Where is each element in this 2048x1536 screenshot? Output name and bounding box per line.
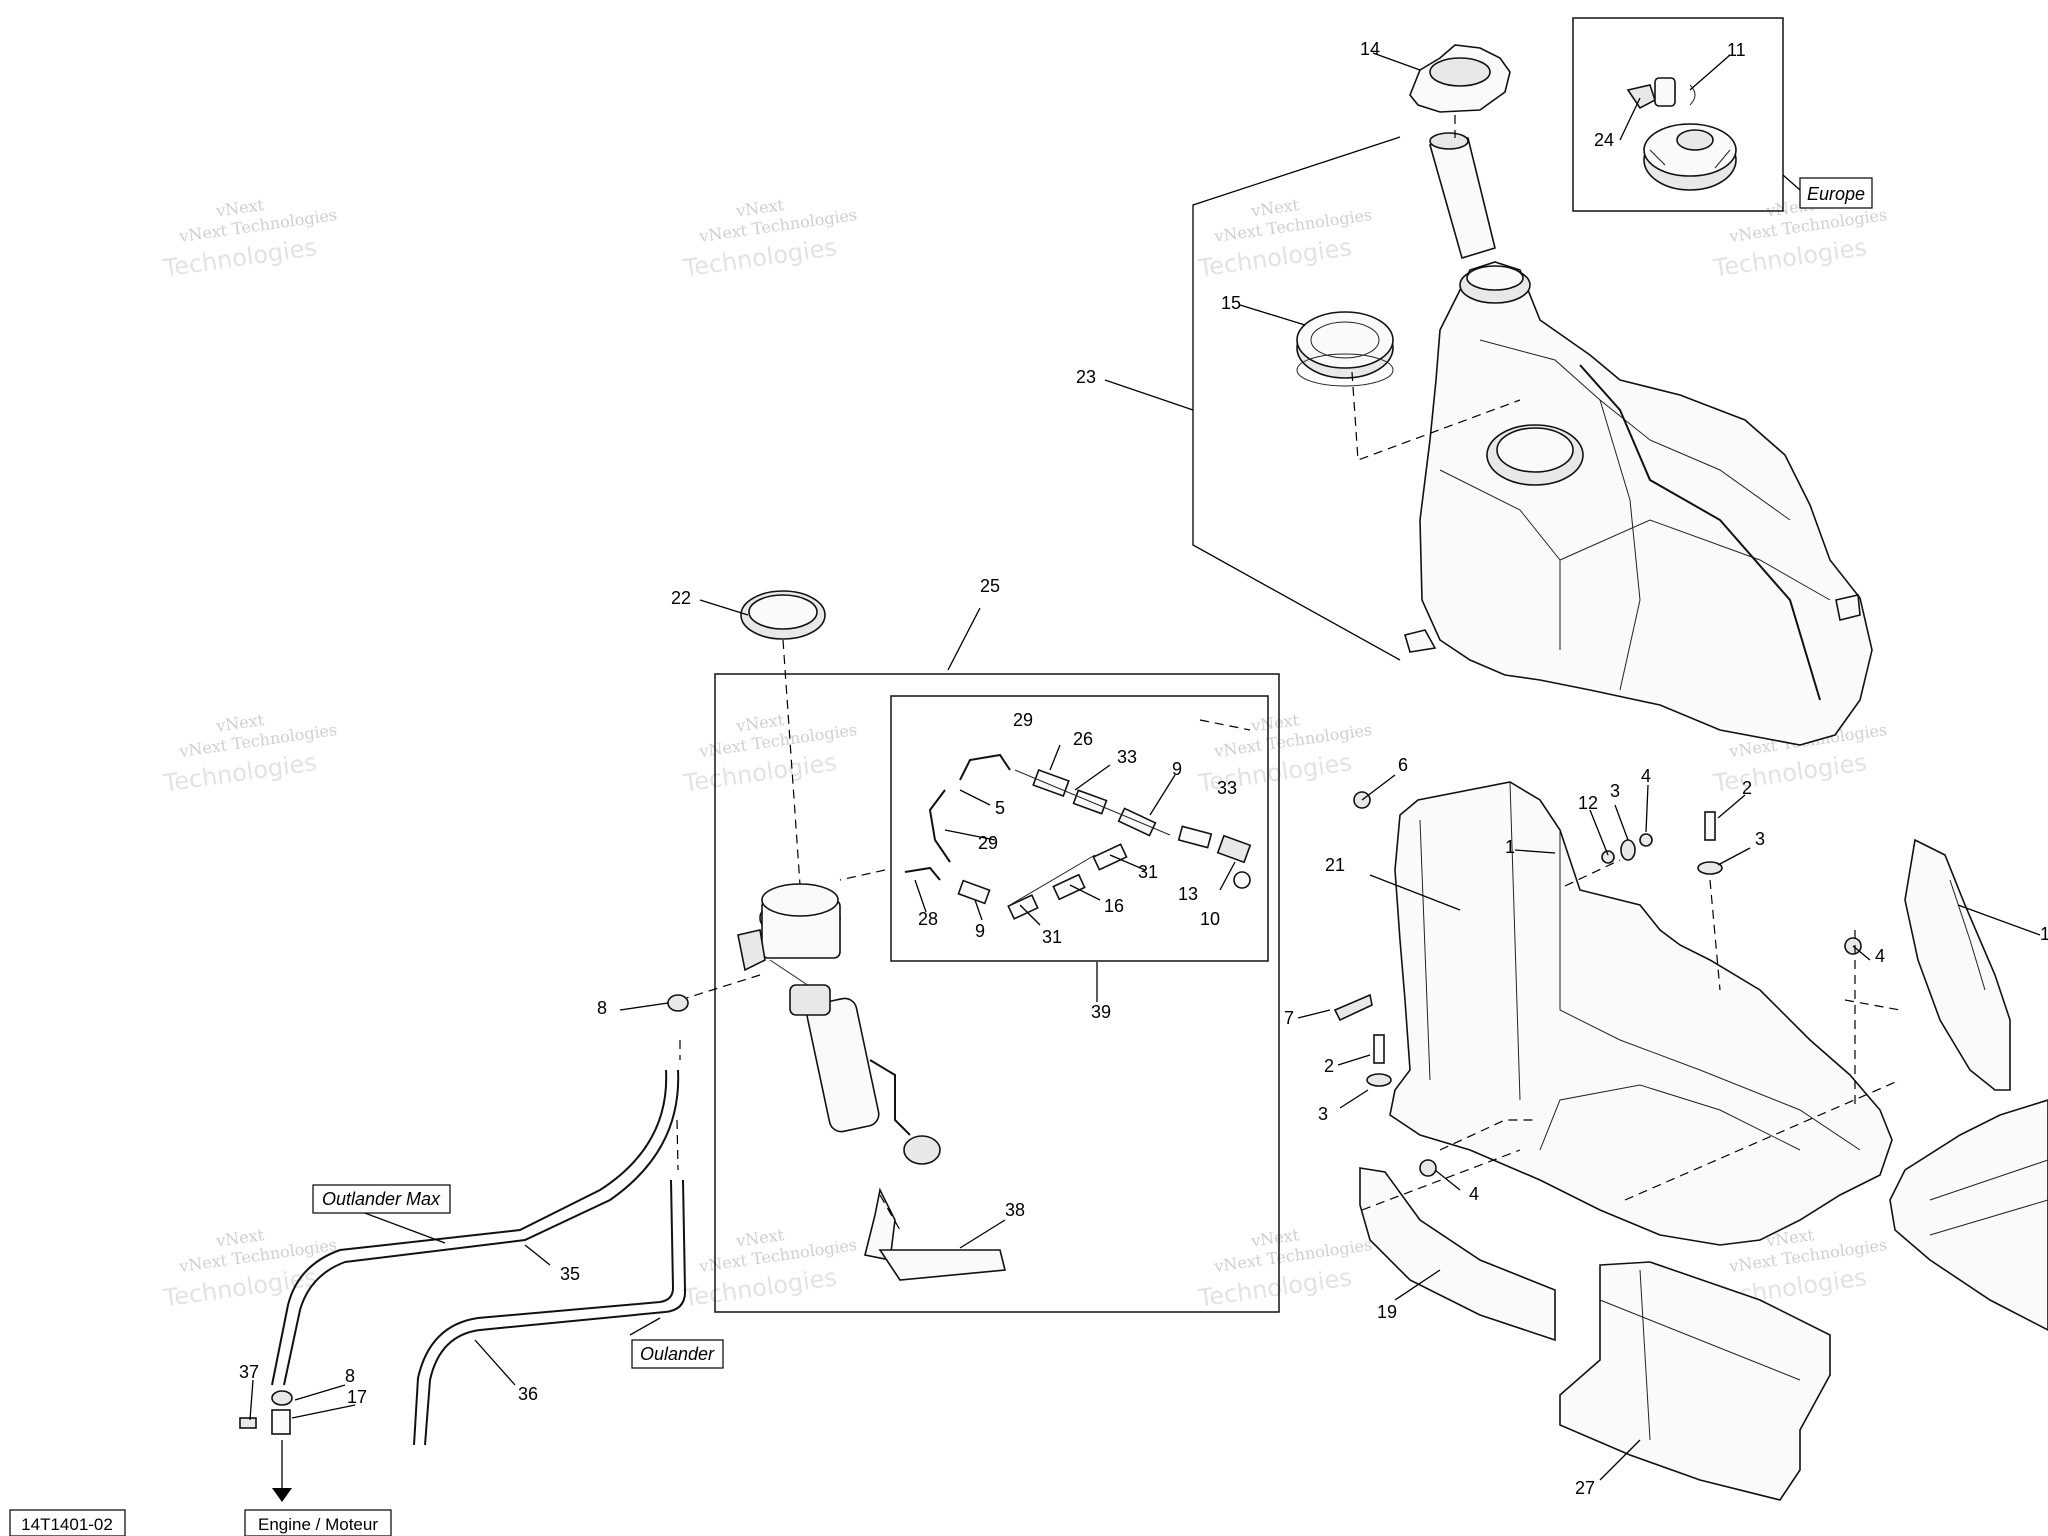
tank-nut-ring-part bbox=[1296, 311, 1394, 387]
europe-tag: Europe bbox=[1807, 184, 1865, 204]
filler-cap-part bbox=[1409, 44, 1511, 113]
callout: 3 bbox=[1318, 1104, 1328, 1124]
callout: 4 bbox=[1641, 766, 1651, 786]
fuel-pump-part bbox=[737, 883, 1007, 1281]
lock-key-part bbox=[1626, 77, 1696, 110]
callout: 31 bbox=[1042, 927, 1062, 947]
callout: 23 bbox=[1076, 367, 1096, 387]
locking-cap-part bbox=[1643, 123, 1737, 191]
leader-lines bbox=[249, 52, 2041, 1481]
callout: 16 bbox=[1104, 896, 1124, 916]
guard-21-part bbox=[1389, 781, 1893, 1246]
engine-connector-part bbox=[239, 1409, 292, 1502]
skid-plate-19-part bbox=[1359, 1167, 1556, 1342]
callout: 4 bbox=[1469, 1184, 1479, 1204]
callout: 2 bbox=[1324, 1056, 1334, 1076]
callout: 38 bbox=[1005, 1200, 1025, 1220]
hose-kit-frame-39 bbox=[890, 695, 1269, 962]
callout: 29 bbox=[978, 833, 998, 853]
callout: 13 bbox=[1178, 884, 1198, 904]
diagram-id: 14T1401-02 bbox=[21, 1515, 113, 1534]
engine-label: Engine / Moteur bbox=[258, 1515, 378, 1534]
callout: 6 bbox=[1398, 755, 1408, 775]
callout: 26 bbox=[1073, 729, 1093, 749]
oulander-label: Oulander bbox=[640, 1344, 715, 1364]
callout: 1 bbox=[2040, 924, 2048, 944]
bracket-23 bbox=[1192, 136, 1401, 661]
callout: 37 bbox=[239, 1362, 259, 1382]
hose-35-part bbox=[271, 1069, 680, 1386]
callout: 14 bbox=[1360, 39, 1380, 59]
callout: 29 bbox=[1013, 710, 1033, 730]
callout: 10 bbox=[1200, 909, 1220, 929]
callout: 24 bbox=[1594, 130, 1614, 150]
callout: 39 bbox=[1091, 1002, 1111, 1022]
callout: 11 bbox=[1727, 40, 1746, 60]
callout: 21 bbox=[1325, 855, 1345, 875]
rear-panel-part bbox=[1889, 1099, 2048, 1331]
callout: 28 bbox=[918, 909, 938, 929]
hose-kit-parts bbox=[904, 753, 1252, 920]
callout: 33 bbox=[1217, 778, 1237, 798]
callout: 4 bbox=[1875, 946, 1885, 966]
callout: 31 bbox=[1138, 862, 1158, 882]
pump-kit-frame-25 bbox=[714, 673, 1280, 1313]
europe-tag-box bbox=[1799, 177, 1873, 209]
callout: 15 bbox=[1221, 293, 1241, 313]
callout: 3 bbox=[1610, 781, 1620, 801]
europe-inset: Europe bbox=[1572, 17, 1873, 212]
fuel-tank-part bbox=[1403, 261, 1873, 746]
oulander-tag: Oulander bbox=[631, 1339, 724, 1369]
diagram-id-tag: 14T1401-02 bbox=[9, 1509, 126, 1536]
europe-leader bbox=[1782, 174, 1801, 191]
callout: 22 bbox=[671, 588, 691, 608]
callout: 9 bbox=[1172, 759, 1182, 779]
callout: 17 bbox=[347, 1387, 367, 1407]
callout: 27 bbox=[1575, 1478, 1595, 1498]
callout: 5 bbox=[995, 798, 1005, 818]
filler-neck-part bbox=[1428, 132, 1496, 260]
callout: 9 bbox=[975, 921, 985, 941]
skid-plate-27-part bbox=[1559, 1261, 1831, 1501]
callout: 33 bbox=[1117, 747, 1137, 767]
callout: 2 bbox=[1742, 778, 1752, 798]
side-panel-part bbox=[1904, 838, 2011, 1091]
callout: 8 bbox=[345, 1366, 355, 1386]
callout: 19 bbox=[1377, 1302, 1397, 1322]
hose-36-part bbox=[413, 1179, 687, 1446]
callout: 36 bbox=[518, 1384, 538, 1404]
callout: 25 bbox=[980, 576, 1000, 596]
callout: 8 bbox=[597, 998, 607, 1018]
callout: 3 bbox=[1755, 829, 1765, 849]
callout: 7 bbox=[1284, 1008, 1294, 1028]
callout-numbers: 14 11 24 15 23 22 25 29 26 33 9 33 5 29 … bbox=[239, 39, 2048, 1498]
dashed-leader bbox=[1351, 371, 1521, 461]
callout: 1 bbox=[1505, 837, 1515, 857]
outlander-max-label: Outlander Max bbox=[322, 1189, 441, 1209]
callout: 35 bbox=[560, 1264, 580, 1284]
callout: 12 bbox=[1578, 793, 1598, 813]
europe-inset-frame bbox=[1572, 17, 1784, 212]
outlander-max-tag: Outlander Max bbox=[312, 1184, 451, 1214]
engine-tag: Engine / Moteur bbox=[244, 1509, 392, 1536]
pump-gasket-part bbox=[740, 590, 826, 640]
